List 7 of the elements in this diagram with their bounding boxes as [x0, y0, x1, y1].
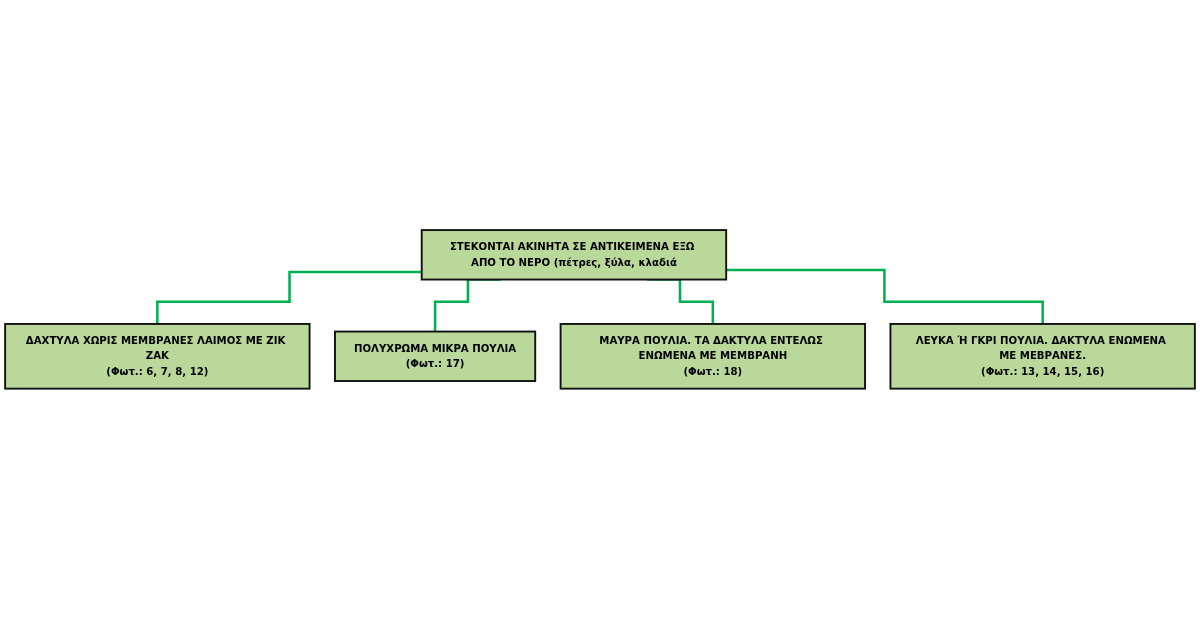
node-box: ΔΑΧΤΥΛΑ ΧΩΡΙΣ ΜΕΜΒΡΑΝΕΣ ΛΑΙΜΟΣ ΜΕ ΖΙΚ ΖΑΚ (Φωτ.: 6, 7, 8, 12)	[4, 323, 311, 390]
node-box: ΣΤΕΚΟΝΤΑΙ ΑΚΙΝΗΤΑ ΣΕ ΑΝΤΙΚΕΙΜΕΝΑ ΕΞΩ ΑΠΟ ΤΟ ΝΕΡΟ (πέτρες, ξύλα, κλαδιά	[420, 229, 728, 281]
connector	[726, 268, 1044, 326]
node-box: ΜΑΥΡΑ ΠΟΥΛΙΑ. ΤΑ ΔΑΚΤΥΛΑ ΕΝΤΕΛΩΣ ΕΝΩΜΕΝΑ ΜΕ ΜΕΜΒΡΑΝΗ (Φωτ.: 18)	[559, 323, 866, 390]
node-box: ΠΟΛΥΧΡΩΜΑ ΜΙΚΡΑ ΠΟΥΛΙΑ (Φωτ.: 17)	[334, 330, 537, 383]
node-box: ΛΕΥΚΑ Ή ΓΚΡΙ ΠΟΥΛΙΑ. ΔΑΚΤΥΛΑ ΕΝΩΜΕΝΑ ΜΕ ΜΕΒΡΑΝΕΣ. (Φωτ.: 13, 14, 15, 16)	[889, 323, 1196, 390]
connector	[156, 270, 422, 326]
